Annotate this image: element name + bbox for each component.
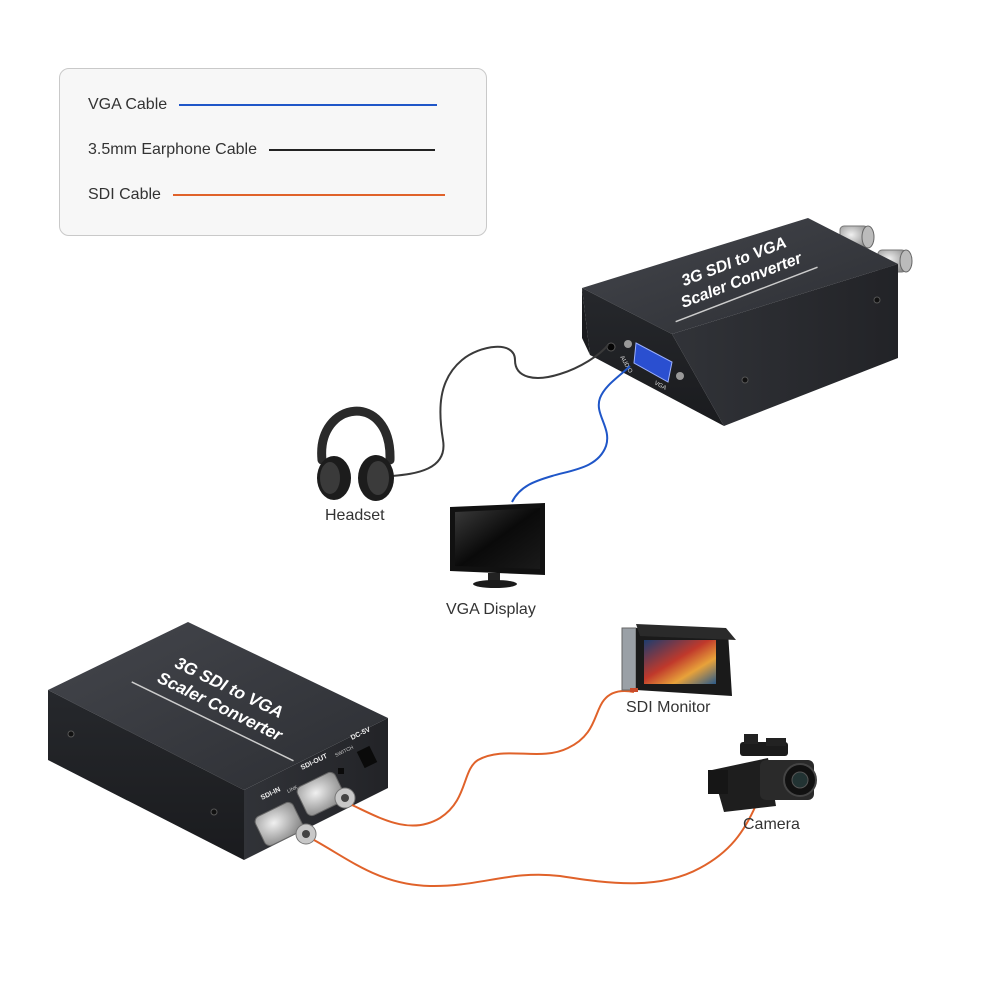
converter-bottom: 3G SDI to VGA Scaler Converter SDI-IN SD…	[48, 622, 388, 860]
sdi-cable-from-camera	[313, 804, 757, 888]
label-sdi-monitor: SDI Monitor	[626, 699, 711, 716]
screw-icon	[873, 296, 881, 304]
legend-label-earphone: 3.5mm Earphone Cable	[88, 141, 257, 158]
bnc-connector-sdi-in	[254, 801, 317, 847]
camera-icon	[708, 734, 817, 812]
earphone-cable	[391, 344, 609, 477]
legend-line-sdi	[172, 194, 445, 196]
screw-icon	[210, 808, 218, 816]
legend-label-sdi: SDI Cable	[88, 186, 161, 203]
legend-item-sdi: SDI Cable	[88, 183, 445, 207]
legend-item-vga: VGA Cable	[88, 93, 438, 117]
audio-jack-icon	[606, 342, 616, 352]
headset-icon	[317, 406, 395, 501]
port-label-link: LINK	[286, 784, 299, 795]
sdi-cable-to-monitor	[351, 690, 635, 827]
label-vga-display: VGA Display	[446, 601, 536, 618]
legend: VGA Cable 3.5mm Earphone Cable SDI Cable	[59, 68, 487, 236]
dc-socket-icon	[356, 745, 378, 769]
label-headset: Headset	[325, 507, 385, 524]
bnc-connector-sdi-out	[296, 771, 356, 817]
legend-line-earphone	[268, 149, 435, 151]
label-camera: Camera	[743, 816, 800, 833]
vga-port-icon	[624, 340, 684, 383]
screw-icon	[741, 376, 749, 384]
switch-icon	[338, 768, 344, 774]
legend-item-earphone: 3.5mm Earphone Cable	[88, 138, 435, 162]
port-label-vga: VGA	[653, 380, 667, 391]
vga-display-icon	[450, 503, 545, 588]
screw-icon	[67, 730, 75, 738]
sdi-monitor-icon	[621, 624, 736, 696]
converter-top: 3G SDI to VGA Scaler Converter AUDIO VGA	[582, 218, 913, 426]
legend-line-vga	[179, 104, 438, 106]
legend-label-vga: VGA Cable	[88, 96, 168, 113]
vga-cable	[511, 365, 631, 503]
